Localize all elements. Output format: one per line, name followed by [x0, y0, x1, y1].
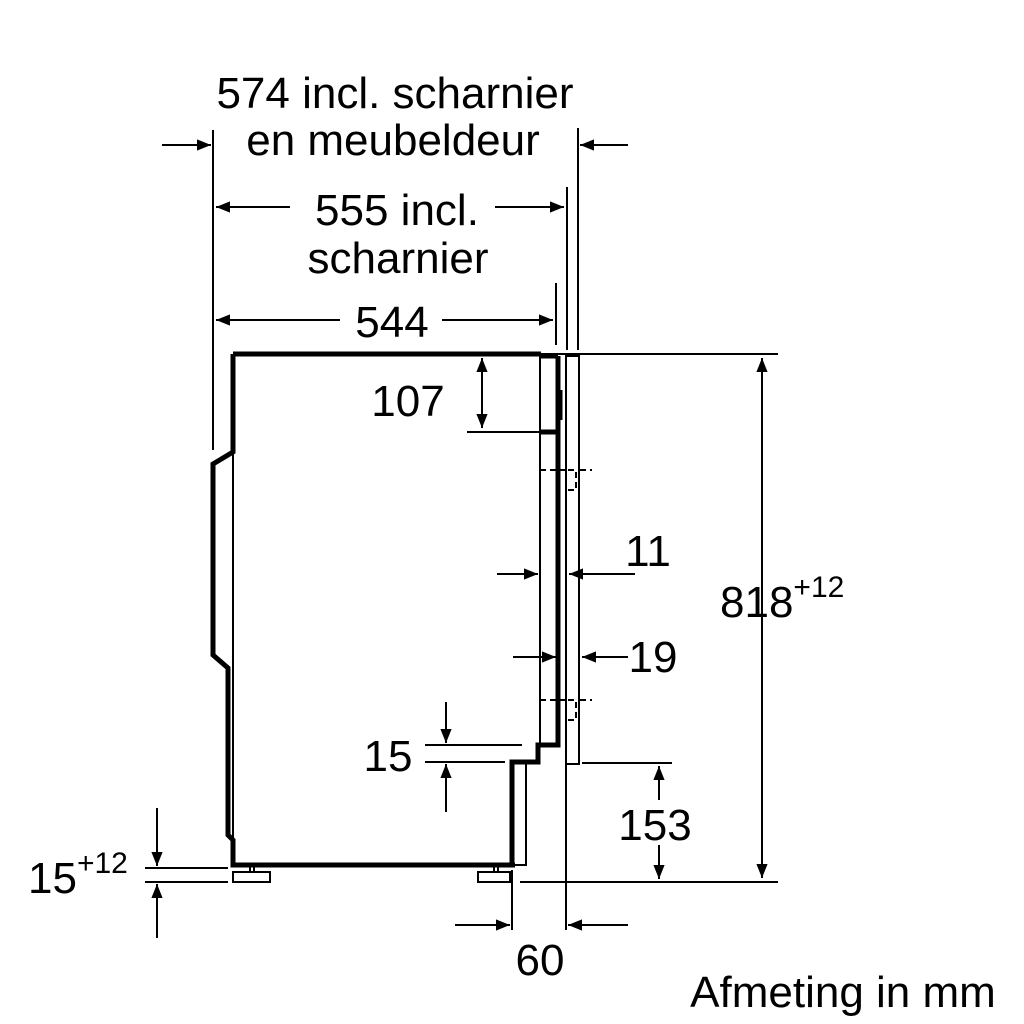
appliance-outline	[210, 351, 563, 868]
unit-note: Afmeting in mm	[690, 968, 996, 1017]
label-gap-11: 11	[625, 527, 671, 576]
label-hinge-width: 555 incl.	[315, 186, 479, 235]
extension-lines	[145, 128, 778, 930]
furniture-door	[540, 355, 592, 765]
label-step-15: 15	[364, 732, 413, 781]
dimension-arrows	[151, 139, 768, 938]
label-total-width: 574 incl. scharnier	[216, 69, 573, 118]
label-hinge-width-2: scharnier	[308, 234, 489, 283]
label-depth-60: 60	[516, 936, 565, 985]
feet	[232, 865, 511, 883]
label-height: 818+12	[720, 571, 844, 627]
label-panel-height: 107	[371, 377, 444, 426]
label-total-width-2: en meubeldeur	[246, 116, 540, 165]
label-plinth-153: 153	[618, 801, 691, 850]
label-body-width: 544	[355, 298, 428, 347]
label-gap-19: 19	[629, 633, 678, 682]
label-foot: 15+12	[28, 847, 128, 903]
